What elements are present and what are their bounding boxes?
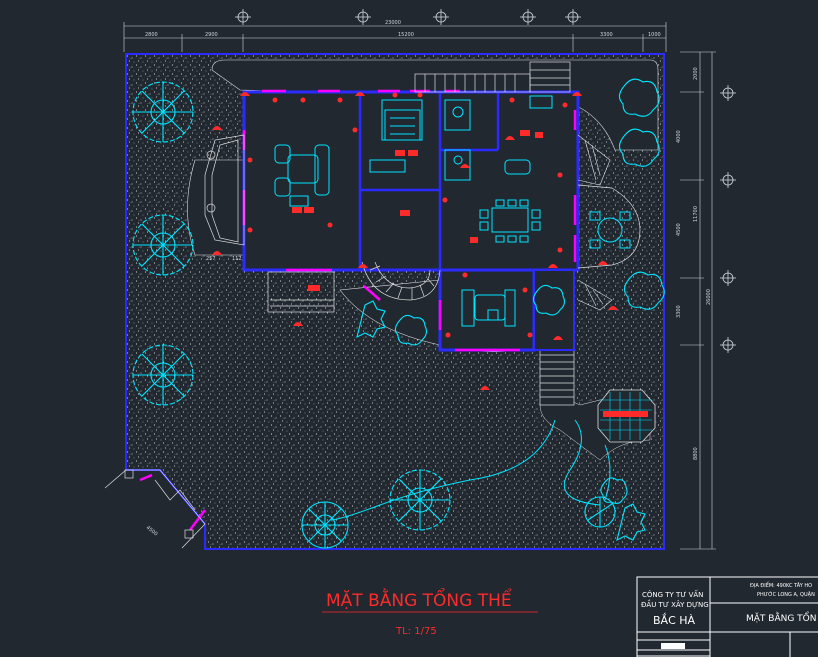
dim-gate: 4500 xyxy=(145,525,159,538)
location-line-2: PHƯỚC LONG A, QUẬN xyxy=(757,591,815,598)
grid-axis-markers xyxy=(235,9,736,353)
gazebo-right xyxy=(577,184,641,269)
company-name: BẮC HÀ xyxy=(653,613,696,627)
sheet-title: MẶT BẰNG TỔN xyxy=(746,611,817,624)
annotation-marks xyxy=(212,92,618,390)
dim-right-seg-5: 3300 xyxy=(676,305,682,318)
dim-top-seg-2: 2900 xyxy=(205,32,218,38)
dimension-lines xyxy=(123,22,716,550)
dim-right-seg-2: 4000 xyxy=(676,130,682,143)
company-line-1: CÔNG TY TƯ VẤN xyxy=(642,589,703,599)
drawing-title: MẶT BẰNG TỔNG THỂ xyxy=(326,587,512,611)
bay-window-left xyxy=(204,134,245,246)
windows xyxy=(139,89,577,531)
garden-path xyxy=(329,419,611,521)
dim-top-seg-1: 2800 xyxy=(145,32,158,38)
title-block-mark xyxy=(661,643,685,649)
dim-top-total: 23000 xyxy=(385,20,401,26)
company-line-2: ĐẦU TƯ XÂY DỰNG xyxy=(641,599,709,609)
dim-top-seg-4: 3300 xyxy=(600,32,613,38)
side-steps-right xyxy=(577,134,613,311)
house-walls xyxy=(242,90,580,352)
porch-left xyxy=(267,271,335,313)
dim-top-seg-5: 1000 xyxy=(648,32,661,38)
furniture xyxy=(274,95,631,327)
tree-canopies xyxy=(132,78,665,549)
entrance-gate xyxy=(104,469,206,549)
front-walkway xyxy=(539,344,575,406)
dim-right-seg-1: 2000 xyxy=(693,67,699,80)
dim-top-seg-3: 15200 xyxy=(398,32,414,38)
dim-right-seg-4: 4500 xyxy=(676,223,682,236)
drawing-scale: TL: 1/75 xyxy=(395,626,437,637)
dim-right-seg-3: 11700 xyxy=(693,206,699,222)
location-line-1: ĐỊA ĐIỂM: 490KC TÂY HO xyxy=(750,581,812,589)
pavilion xyxy=(597,389,656,443)
stair-top xyxy=(414,61,571,93)
spiral-stair xyxy=(361,261,441,301)
dim-right-total: 26000 xyxy=(706,289,712,305)
dim-right-seg-6: 8800 xyxy=(693,447,699,460)
